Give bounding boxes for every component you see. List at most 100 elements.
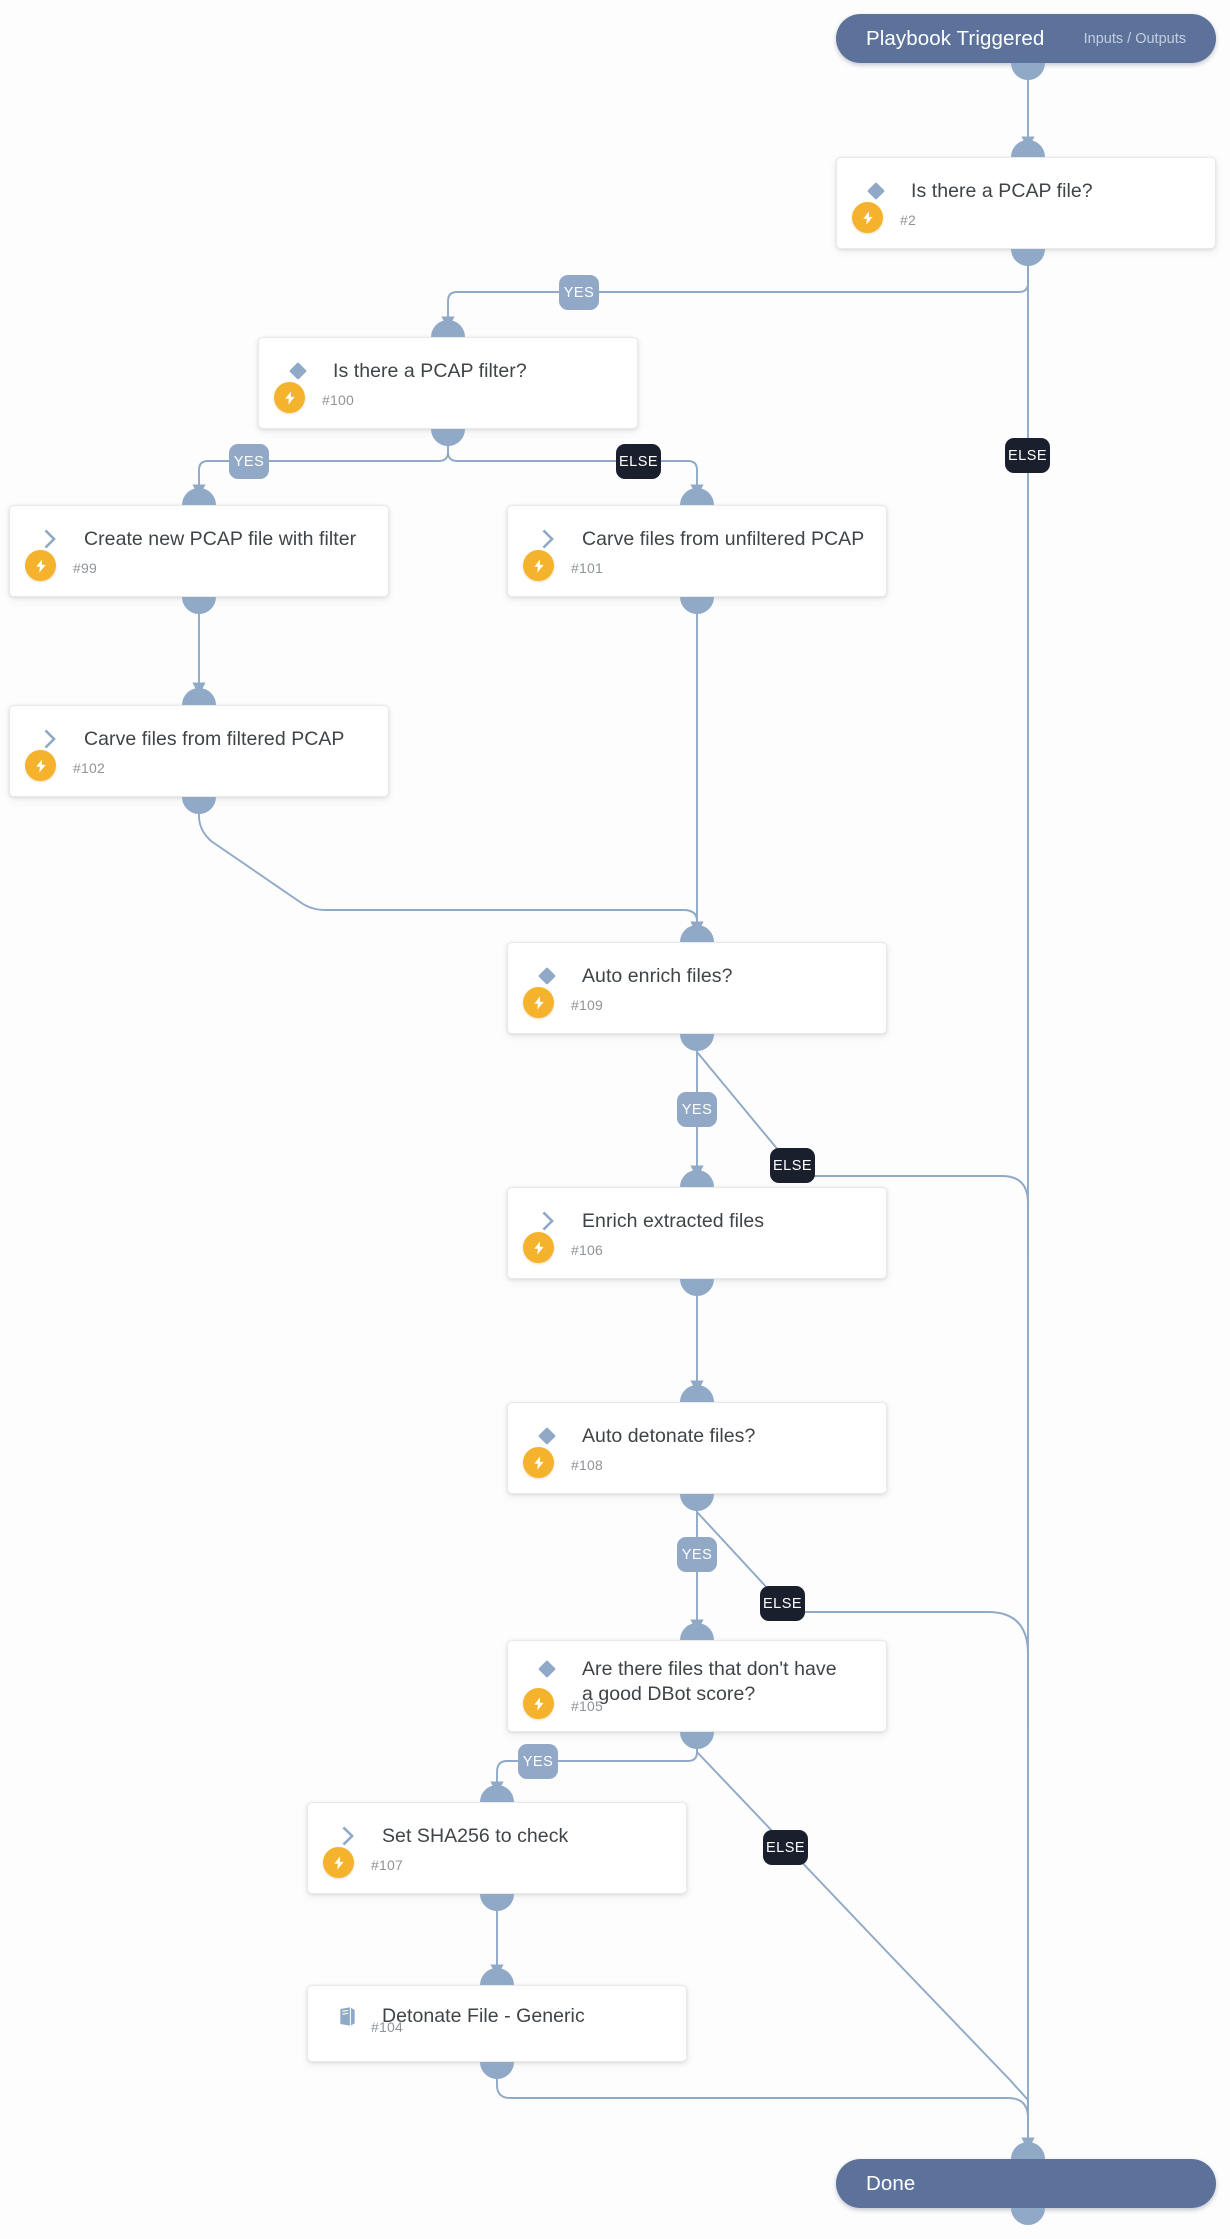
connector-cap-n101-bottom [680, 597, 714, 614]
node-id-label: #108 [571, 1457, 603, 1473]
connector-cap-n2-top [1011, 140, 1045, 157]
node-task-set-sha256-to-check[interactable]: Set SHA256 to check #107 [307, 1802, 687, 1894]
connector-cap-n104-bottom [480, 2062, 514, 2079]
connector-cap-n109-top [680, 925, 714, 942]
node-playbook-triggered[interactable]: Playbook Triggered Inputs / Outputs [836, 14, 1216, 63]
branch-label-else-n108[interactable]: ELSE [760, 1586, 805, 1621]
automation-bolt-icon [25, 550, 56, 581]
condition-diamond-icon [281, 358, 315, 384]
node-id-label: #109 [571, 997, 603, 1013]
node-header: Auto enrich files? [530, 963, 868, 989]
node-header: Carve files from filtered PCAP [32, 726, 370, 752]
node-title: Enrich extracted files [582, 1210, 765, 1232]
node-done[interactable]: Done [836, 2159, 1216, 2208]
connector-cap-n106-top [680, 1170, 714, 1187]
node-condition-auto-detonate-files[interactable]: Auto detonate files? #108 [507, 1402, 887, 1494]
automation-bolt-icon [523, 987, 554, 1018]
playbook-book-icon [330, 2003, 364, 2029]
node-id-label: #102 [73, 760, 105, 776]
automation-bolt-icon [274, 382, 305, 413]
node-condition-auto-enrich-files[interactable]: Auto enrich files? #109 [507, 942, 887, 1034]
task-chevron-icon [330, 1823, 364, 1849]
node-task-carve-files-from-filtered-pcap[interactable]: Carve files from filtered PCAP #102 [9, 705, 389, 797]
node-subplaybook-detonate-file-generic[interactable]: Detonate File - Generic #104 [307, 1985, 687, 2062]
node-task-enrich-extracted-files[interactable]: Enrich extracted files #106 [507, 1187, 887, 1279]
connector-cap-n109-bottom [680, 1034, 714, 1051]
branch-label-yes-n2[interactable]: YES [559, 275, 599, 310]
branch-label-yes-n108[interactable]: YES [677, 1537, 717, 1572]
connector-cap-n100-bottom [431, 429, 465, 446]
connector-cap-n106-bottom [680, 1279, 714, 1296]
node-id-label: #106 [571, 1242, 603, 1258]
connector-cap-n101-top [680, 488, 714, 505]
automation-bolt-icon [25, 750, 56, 781]
node-title: Detonate File - Generic [382, 2005, 585, 2027]
connector-cap-n104-top [480, 1968, 514, 1985]
node-task-carve-files-from-unfiltered-pcap[interactable]: Carve files from unfiltered PCAP #101 [507, 505, 887, 597]
automation-bolt-icon [523, 1232, 554, 1263]
automation-bolt-icon [852, 202, 883, 233]
node-header: Enrich extracted files [530, 1208, 868, 1234]
connector-cap-n99-bottom [182, 597, 216, 614]
connector-cap-n100-top [431, 320, 465, 337]
condition-diamond-icon [859, 178, 893, 204]
start-node-title: Playbook Triggered [866, 26, 1045, 50]
condition-diamond-icon [530, 963, 564, 989]
branch-label-else-n100[interactable]: ELSE [616, 444, 661, 479]
node-id-label: #99 [73, 560, 97, 576]
node-id-label: #104 [371, 2019, 403, 2035]
node-header: Set SHA256 to check [330, 1823, 668, 1849]
connector-cap-n99-top [182, 488, 216, 505]
node-title: Is there a PCAP file? [911, 180, 1093, 202]
branch-label-else-n2[interactable]: ELSE [1005, 438, 1050, 473]
end-node-title: Done [866, 2171, 916, 2195]
automation-bolt-icon [323, 1847, 354, 1878]
automation-bolt-icon [523, 550, 554, 581]
node-title: Create new PCAP file with filter [84, 528, 357, 550]
automation-bolt-icon [523, 1447, 554, 1478]
node-header: Detonate File - Generic [330, 2003, 668, 2029]
node-id-label: #105 [571, 1698, 603, 1714]
connector-cap-n105-bottom [680, 1732, 714, 1749]
connector-cap-n105-top [680, 1623, 714, 1640]
connector-cap-start-bottom [1011, 63, 1045, 80]
branch-label-yes-n105[interactable]: YES [518, 1744, 558, 1779]
node-title: Is there a PCAP filter? [333, 360, 527, 382]
connector-cap-n102-top [182, 688, 216, 705]
node-header: Carve files from unfiltered PCAP [530, 526, 868, 552]
node-condition-files-without-good-dbot-score[interactable]: Are there files that don't have a good D… [507, 1640, 887, 1732]
connector-cap-n108-bottom [680, 1494, 714, 1511]
connector-cap-n107-top [480, 1785, 514, 1802]
connector-cap-done-top [1011, 2142, 1045, 2159]
task-chevron-icon [530, 1208, 564, 1234]
branch-label-yes-n109[interactable]: YES [677, 1092, 717, 1127]
branch-label-else-n109[interactable]: ELSE [770, 1148, 815, 1183]
branch-label-else-n105[interactable]: ELSE [763, 1830, 808, 1865]
connector-cap-n107-bottom [480, 1894, 514, 1911]
node-header: Is there a PCAP filter? [281, 358, 619, 384]
node-title: Auto detonate files? [582, 1425, 756, 1447]
node-condition-is-there-a-pcap-file[interactable]: Is there a PCAP file? #2 [836, 157, 1216, 249]
node-header: Is there a PCAP file? [859, 178, 1197, 204]
node-condition-is-there-a-pcap-filter[interactable]: Is there a PCAP filter? #100 [258, 337, 638, 429]
connector-cap-n102-bottom [182, 797, 216, 814]
node-title: Set SHA256 to check [382, 1825, 569, 1847]
node-title: Auto enrich files? [582, 965, 733, 987]
branch-label-yes-n100[interactable]: YES [229, 444, 269, 479]
connector-cap-n2-bottom [1011, 249, 1045, 266]
node-id-label: #107 [371, 1857, 403, 1873]
condition-diamond-icon [530, 1423, 564, 1449]
automation-bolt-icon [523, 1688, 554, 1719]
task-chevron-icon [530, 526, 564, 552]
start-node-inputs-outputs-link[interactable]: Inputs / Outputs [1083, 30, 1186, 47]
node-header: Auto detonate files? [530, 1423, 868, 1449]
node-title: Carve files from unfiltered PCAP [582, 528, 865, 550]
node-id-label: #100 [322, 392, 354, 408]
node-id-label: #2 [900, 212, 916, 228]
task-chevron-icon [32, 526, 66, 552]
node-title: Carve files from filtered PCAP [84, 728, 345, 750]
task-chevron-icon [32, 726, 66, 752]
node-task-create-new-pcap-file-with-filter[interactable]: Create new PCAP file with filter #99 [9, 505, 389, 597]
